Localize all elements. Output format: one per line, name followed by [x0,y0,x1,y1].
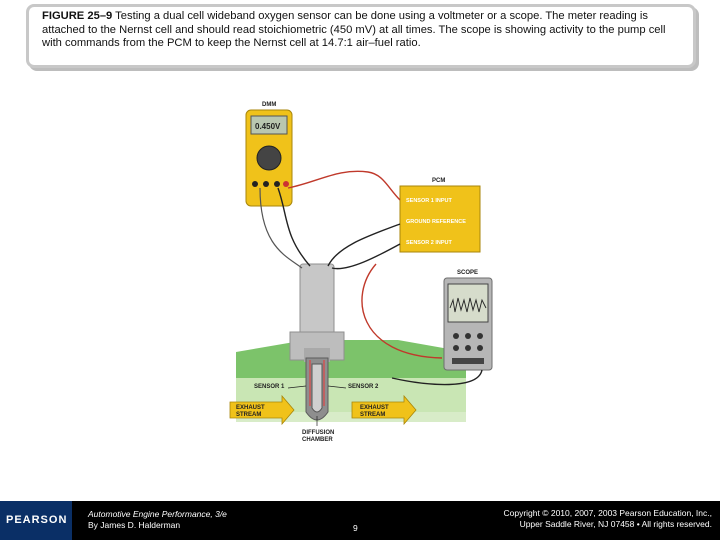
scope-waveform [449,297,487,313]
copyright-line2: Upper Saddle River, NJ 07458 • All right… [519,519,712,529]
exhaust-arrow-left [229,394,295,426]
exhaust-arrow-right [351,394,417,426]
pearson-logo: PEARSON [6,514,68,526]
exhaust-left-line1: EXHAUST [236,405,265,411]
diffusion-chamber [311,363,323,413]
diffusion-line1: DIFFUSION [302,430,334,436]
wire-sensor2 [331,243,401,270]
pcm-label: PCM [432,178,445,184]
sensor-hex-nut [289,331,345,361]
sensor1-label: SENSOR 1 [254,384,285,390]
figure-caption: FIGURE 25–9 Testing a dual cell wideband… [42,10,682,51]
caption-text: Testing a dual cell wideband oxygen sens… [42,10,666,50]
dmm-display [250,115,288,135]
pearson-logo-box: PEARSON [0,501,72,540]
pcm-box [399,185,481,253]
wire-scope-red [361,263,443,359]
dmm-label: DMM [262,102,276,108]
dmm-jack-1 [252,181,258,187]
diffusion-line2: CHAMBER [302,437,333,443]
copyright-line1: Copyright © 2010, 2007, 2003 Pearson Edu… [503,508,712,518]
exhaust-right-line2: STREAM [360,412,385,418]
exhaust-right-line1: EXHAUST [360,405,389,411]
copyright: Copyright © 2010, 2007, 2003 Pearson Edu… [503,508,712,530]
dmm-reading: 0.450V [255,122,281,131]
scope-screen [447,283,489,323]
wideband-sensor-diagram: DMM 0.450V PCM SENSOR 1 INPUT GROUND REF… [229,102,493,443]
pcm-ground-reference: GROUND REFERENCE [406,219,466,225]
sensor2-label: SENSOR 2 [348,384,379,390]
dmm-jack-2 [263,181,269,187]
wire-ground [327,223,401,267]
exhaust-pipe-lower [236,412,466,422]
dmm-jack-3 [274,181,280,187]
exhaust-left-line2: STREAM [236,412,261,418]
caption-frame [26,4,696,68]
figure-label: FIGURE 25–9 [42,10,113,22]
page-number: 9 [353,523,358,533]
footer-bar: PEARSON Automotive Engine Performance, 3… [0,501,720,540]
dmm-dial [256,145,282,171]
scope-label: SCOPE [457,270,478,276]
dmm-jack-4 [283,181,289,187]
wire-dmm-red [287,170,401,201]
book-author: By James D. Halderman [88,520,181,530]
book-info: Automotive Engine Performance, 3/e By Ja… [88,509,227,531]
wire-dmm-lead [259,187,303,269]
pcm-sensor2-input: SENSOR 2 INPUT [406,240,452,246]
wire-dmm-black [277,187,311,267]
pcm-sensor1-input: SENSOR 1 INPUT [406,198,452,204]
wire-scope-black [391,369,483,386]
book-title: Automotive Engine Performance, 3/e [88,509,227,519]
